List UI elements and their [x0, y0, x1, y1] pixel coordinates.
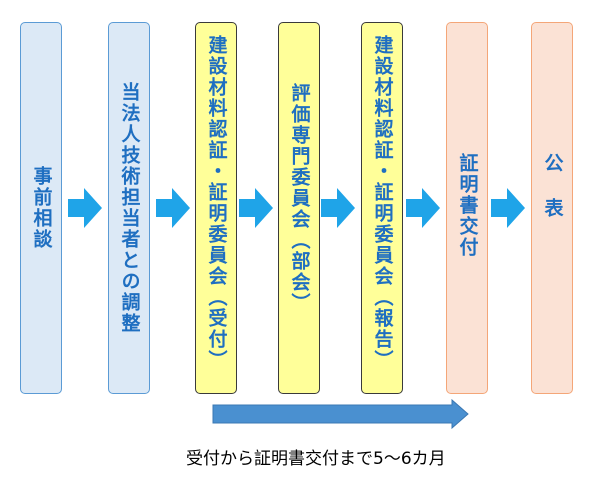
flow-arrow-icon	[321, 188, 355, 228]
flow-arrow-icon	[406, 188, 440, 228]
step-publication: 公 表	[531, 22, 573, 394]
step-label-consultation: 事前相談	[30, 166, 53, 250]
step-label-publication: 公 表	[541, 153, 564, 219]
flow-arrow-icon	[68, 188, 102, 228]
step-committee-reception: 建設材料認証・証明委員会（受付）	[195, 22, 237, 394]
step-label-coordination: 当法人技術担当者との調整	[118, 82, 141, 334]
flow-arrow-icon	[156, 188, 190, 228]
step-coordination: 当法人技術担当者との調整	[108, 22, 150, 394]
step-label-certificate-issuance: 証明書交付	[456, 153, 479, 258]
timeline-arrow-icon	[212, 399, 469, 429]
flow-arrow-icon	[491, 188, 525, 228]
step-certificate-issuance: 証明書交付	[446, 22, 488, 394]
step-evaluation-subcommittee: 評価専門委員会（部会）	[278, 22, 320, 394]
flow-arrow-icon	[239, 188, 273, 228]
timeline-caption: 受付から証明書交付まで5～6カ月	[186, 449, 446, 469]
step-label-evaluation-subcommittee: 評価専門委員会（部会）	[288, 83, 311, 314]
step-committee-report: 建設材料認証・証明委員会（報告）	[361, 22, 403, 394]
step-consultation: 事前相談	[20, 22, 62, 394]
step-label-committee-report: 建設材料認証・証明委員会（報告）	[371, 35, 394, 371]
step-label-committee-reception: 建設材料認証・証明委員会（受付）	[205, 35, 228, 371]
